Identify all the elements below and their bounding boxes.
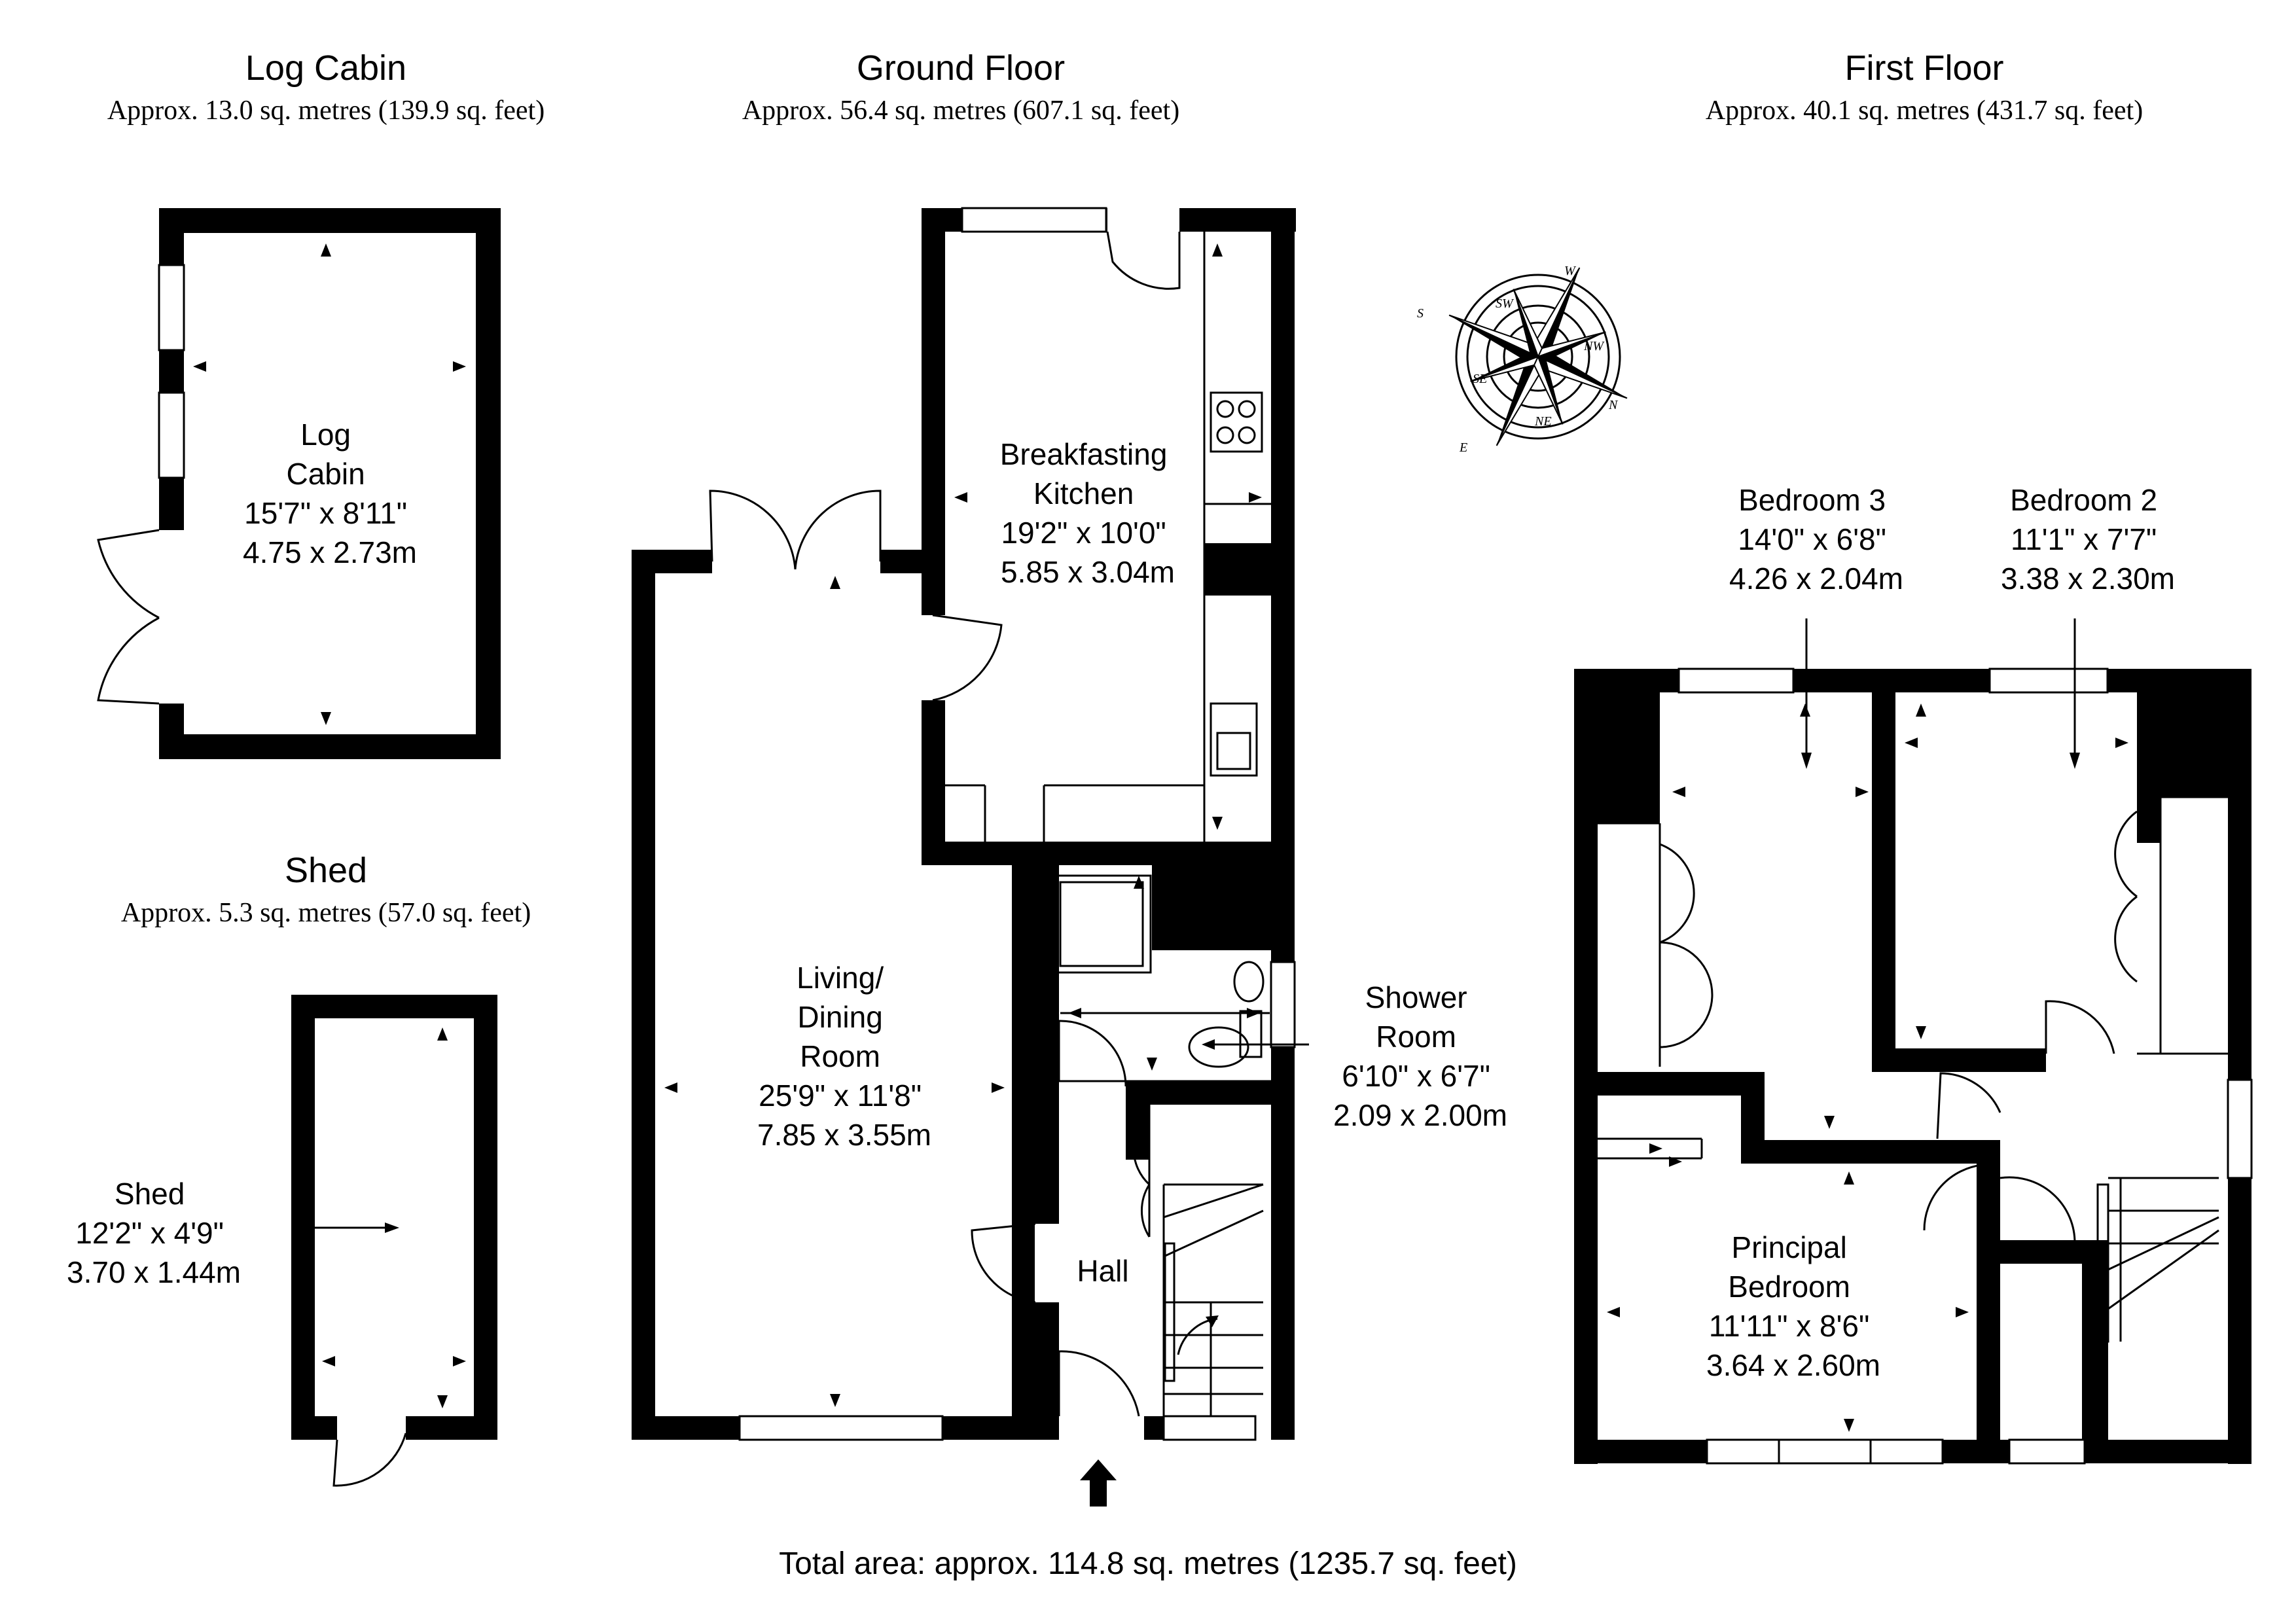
compass-rose-icon: W NW N NE E SE S SW <box>1417 264 1628 455</box>
first-floor-heading: First Floor Approx. 40.1 sq. metres (431… <box>1706 48 2143 126</box>
shower-dim-imperial: 6'10" x 6'7" <box>1342 1059 1490 1093</box>
log-cabin-title: Log Cabin <box>245 48 406 88</box>
shower-dim-metric: 2.09 x 2.00m <box>1333 1098 1507 1132</box>
compass-letter-nw: NW <box>1583 339 1605 353</box>
shed-plan: Shed 12'2" x 4'9" 3.70 x 1.44m <box>67 995 497 1487</box>
ground-floor-heading: Ground Floor Approx. 56.4 sq. metres (60… <box>742 48 1179 126</box>
shed-dim-metric: 3.70 x 1.44m <box>67 1255 241 1289</box>
kitchen-name-1: Breakfasting <box>1000 437 1168 471</box>
first-floor-plan: Bedroom 3 14'0" x 6'8" 4.26 x 2.04m Bedr… <box>1574 483 2253 1465</box>
log-cabin-name-1: Log <box>300 418 351 452</box>
kitchen-label: Breakfasting Kitchen 19'2" x 10'0" 5.85 … <box>1000 437 1175 589</box>
shed-heading: Shed Approx. 5.3 sq. metres (57.0 sq. fe… <box>121 851 531 928</box>
bedroom2-name: Bedroom 2 <box>2010 483 2157 517</box>
shower-name-2: Room <box>1376 1020 1456 1054</box>
ground-floor-plan: Breakfasting Kitchen 19'2" x 10'0" 5.85 … <box>632 207 1507 1507</box>
ground-floor-title: Ground Floor <box>857 48 1065 88</box>
compass-letter-s: S <box>1417 306 1424 321</box>
ground-floor-area: Approx. 56.4 sq. metres (607.1 sq. feet) <box>742 96 1179 126</box>
principal-dim-imperial: 11'11" x 8'6" <box>1709 1309 1869 1343</box>
compass-letter-w: W <box>1564 264 1577 278</box>
shower-name-1: Shower <box>1365 980 1467 1014</box>
living-dim-imperial: 25'9" x 11'8" <box>759 1079 922 1113</box>
kitchen-name-2: Kitchen <box>1033 476 1134 510</box>
shed-label: Shed 12'2" x 4'9" 3.70 x 1.44m <box>67 1177 241 1289</box>
compass-letter-e: E <box>1459 440 1467 455</box>
log-cabin-label: Log Cabin 15'7" x 8'11" 4.75 x 2.73m <box>243 418 417 569</box>
bedroom2-dim-imperial: 11'1" x 7'7" <box>2011 522 2157 556</box>
compass-letter-n: N <box>1608 398 1619 412</box>
shed-title: Shed <box>285 851 367 890</box>
principal-name-1: Principal <box>1731 1230 1846 1264</box>
shed-name: Shed <box>115 1177 185 1211</box>
living-name-1: Living/ <box>797 961 884 995</box>
compass-letter-ne: NE <box>1534 414 1552 429</box>
log-cabin-dim-metric: 4.75 x 2.73m <box>243 535 417 569</box>
living-label: Living/ Dining Room 25'9" x 11'8" 7.85 x… <box>757 961 931 1152</box>
log-cabin-dim-imperial: 15'7" x 8'11" <box>244 496 407 530</box>
shed-area: Approx. 5.3 sq. metres (57.0 sq. feet) <box>121 898 531 928</box>
log-cabin-plan: Log Cabin 15'7" x 8'11" 4.75 x 2.73m <box>97 208 501 759</box>
bedroom3-dim-imperial: 14'0" x 6'8" <box>1738 522 1886 556</box>
bedroom3-name: Bedroom 3 <box>1738 483 1886 517</box>
shed-dim-imperial: 12'2" x 4'9" <box>75 1216 224 1250</box>
principal-name-2: Bedroom <box>1728 1270 1850 1304</box>
compass-letter-sw: SW <box>1496 296 1515 311</box>
living-dim-metric: 7.85 x 3.55m <box>757 1118 931 1152</box>
kitchen-dim-metric: 5.85 x 3.04m <box>1001 555 1175 589</box>
shower-label: Shower Room 6'10" x 6'7" 2.09 x 2.00m <box>1333 980 1507 1132</box>
first-floor-title: First Floor <box>1845 48 2004 88</box>
log-cabin-heading: Log Cabin Approx. 13.0 sq. metres (139.9… <box>107 48 545 126</box>
total-area: Total area: approx. 114.8 sq. metres (12… <box>779 1546 1517 1581</box>
bedroom2-label: Bedroom 2 11'1" x 7'7" 3.38 x 2.30m <box>2001 483 2175 596</box>
kitchen-dim-imperial: 19'2" x 10'0" <box>1001 516 1166 550</box>
principal-label: Principal Bedroom 11'11" x 8'6" 3.64 x 2… <box>1706 1230 1880 1382</box>
hall-label: Hall <box>1077 1254 1128 1288</box>
living-name-3: Room <box>800 1039 880 1073</box>
bedroom2-dim-metric: 3.38 x 2.30m <box>2001 562 2175 596</box>
bedroom3-dim-metric: 4.26 x 2.04m <box>1729 562 1903 596</box>
log-cabin-area: Approx. 13.0 sq. metres (139.9 sq. feet) <box>107 96 545 126</box>
principal-dim-metric: 3.64 x 2.60m <box>1706 1348 1880 1382</box>
log-cabin-name-2: Cabin <box>287 457 365 491</box>
bedroom3-label: Bedroom 3 14'0" x 6'8" 4.26 x 2.04m <box>1729 483 1903 596</box>
first-floor-area: Approx. 40.1 sq. metres (431.7 sq. feet) <box>1706 96 2143 126</box>
compass-letter-se: SE <box>1473 372 1487 386</box>
living-name-2: Dining <box>797 1000 882 1034</box>
